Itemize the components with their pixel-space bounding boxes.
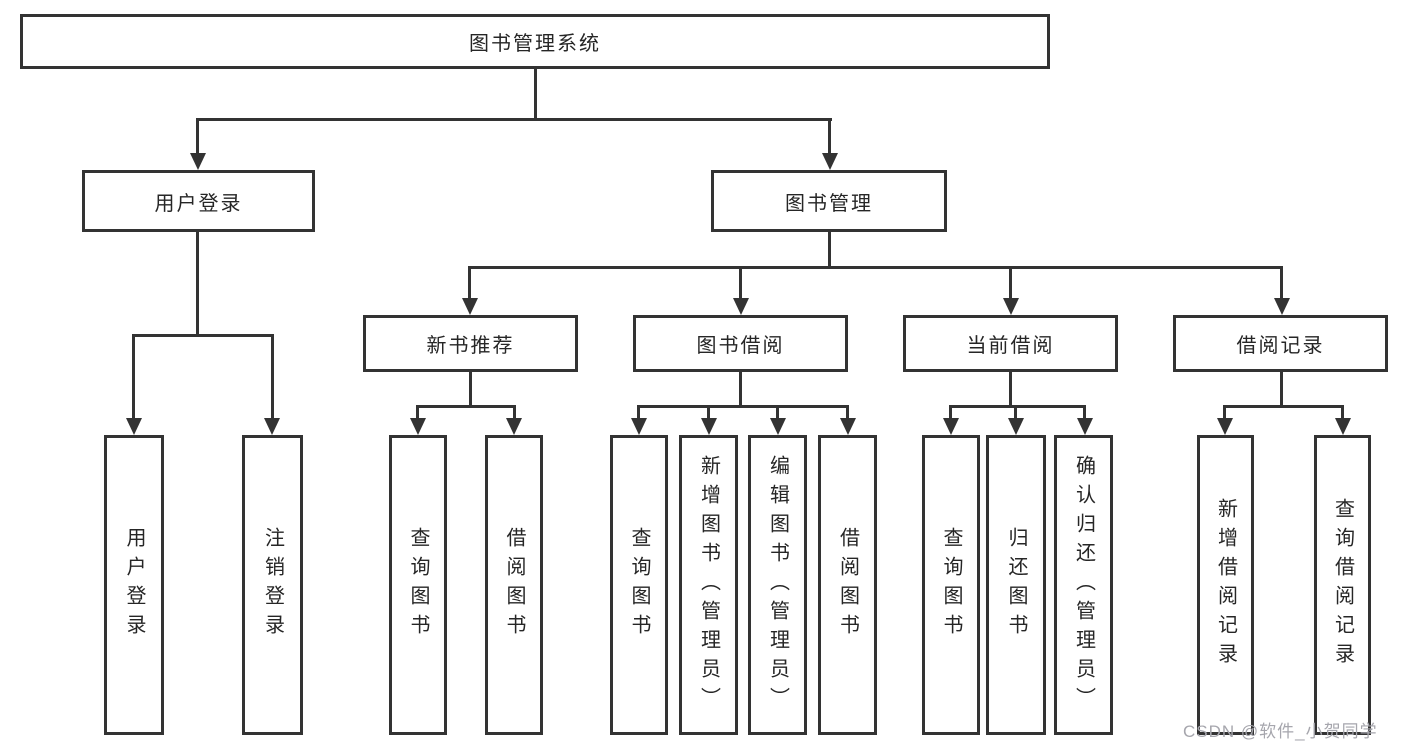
node-label: 新书推荐 <box>426 335 515 357</box>
node-label: 借阅图书 <box>836 527 859 643</box>
arrowhead-down-icon <box>1008 418 1024 435</box>
leaf-logout: 注销登录 <box>242 435 303 735</box>
arrowhead-down-icon <box>462 298 478 315</box>
connector-line <box>1014 405 1017 419</box>
node-label: 新增图书（管理员） <box>697 454 720 716</box>
connector-line <box>468 266 1282 269</box>
leaf-add-book-admin: 新增图书（管理员） <box>679 435 738 735</box>
arrowhead-down-icon <box>733 298 749 315</box>
arrowhead-down-icon <box>126 418 142 435</box>
connector-line <box>1280 370 1283 407</box>
node-label: 查询图书 <box>407 527 429 643</box>
connector-line <box>776 405 779 419</box>
connector-line <box>196 118 199 154</box>
connector-line <box>1223 405 1226 419</box>
connector-line <box>468 266 471 300</box>
connector-line <box>1280 266 1283 300</box>
node-borrowing-records: 借阅记录 <box>1173 315 1388 372</box>
connector-line <box>1009 266 1012 300</box>
node-label: 图书管理 <box>785 192 873 215</box>
leaf-return-books: 归还图书 <box>986 435 1046 735</box>
leaf-query-books-recommend: 查询图书 <box>389 435 447 735</box>
arrowhead-down-icon <box>1003 298 1019 315</box>
arrowhead-down-icon <box>701 418 717 435</box>
connector-line <box>739 266 742 300</box>
connector-line <box>1009 370 1012 407</box>
leaf-query-books-borrow: 查询图书 <box>610 435 668 735</box>
leaf-borrow-books-recommend: 借阅图书 <box>485 435 543 735</box>
node-label: 当前借阅 <box>966 335 1055 357</box>
connector-line <box>949 405 952 419</box>
connector-line <box>196 230 199 336</box>
arrowhead-down-icon <box>770 418 786 435</box>
connector-line <box>196 118 832 121</box>
connector-line <box>828 230 831 268</box>
arrowhead-down-icon <box>1274 298 1290 315</box>
node-library-management-system: 图书管理系统 <box>20 14 1050 69</box>
connector-line <box>469 370 472 407</box>
node-label: 图书管理系统 <box>469 33 601 55</box>
connector-line <box>534 67 537 120</box>
node-label: 新增借阅记录 <box>1214 498 1237 672</box>
arrowhead-down-icon <box>410 418 426 435</box>
leaf-add-borrow-record: 新增借阅记录 <box>1197 435 1254 735</box>
node-label: 编辑图书（管理员） <box>766 454 789 716</box>
node-label: 查询图书 <box>940 527 962 643</box>
arrowhead-down-icon <box>1335 418 1351 435</box>
node-label: 注销登录 <box>261 527 284 643</box>
node-label: 借阅图书 <box>503 527 525 643</box>
connector-line <box>637 405 640 419</box>
connector-line <box>1083 405 1086 419</box>
node-label: 查询借阅记录 <box>1331 498 1354 672</box>
connector-line <box>637 405 849 408</box>
node-label: 用户登录 <box>123 527 145 643</box>
node-label: 查询图书 <box>628 527 650 643</box>
arrowhead-down-icon <box>631 418 647 435</box>
connector-line <box>707 405 710 419</box>
leaf-confirm-return-admin: 确认归还（管理员） <box>1054 435 1113 735</box>
leaf-edit-book-admin: 编辑图书（管理员） <box>748 435 807 735</box>
node-new-book-recommendation: 新书推荐 <box>363 315 578 372</box>
connector-line <box>949 405 1086 408</box>
connector-line <box>271 334 274 419</box>
node-user-login: 用户登录 <box>82 170 315 232</box>
arrowhead-down-icon <box>822 153 838 170</box>
connector-line <box>828 118 831 154</box>
leaf-user-login: 用户登录 <box>104 435 164 735</box>
leaf-borrow-books: 借阅图书 <box>818 435 877 735</box>
node-label: 图书借阅 <box>696 335 785 357</box>
connector-line <box>132 334 274 337</box>
node-book-borrowing: 图书借阅 <box>633 315 848 372</box>
connector-line <box>846 405 849 419</box>
connector-line <box>513 405 516 419</box>
leaf-query-borrow-record: 查询借阅记录 <box>1314 435 1371 735</box>
leaf-query-books-current: 查询图书 <box>922 435 980 735</box>
arrowhead-down-icon <box>943 418 959 435</box>
node-book-management: 图书管理 <box>711 170 947 232</box>
arrowhead-down-icon <box>264 418 280 435</box>
connector-line <box>132 334 135 419</box>
arrowhead-down-icon <box>190 153 206 170</box>
connector-line <box>1341 405 1344 419</box>
csdn-watermark: CSDN @软件_小贺同学 <box>1183 722 1378 741</box>
connector-line <box>1223 405 1343 408</box>
arrowhead-down-icon <box>1077 418 1093 435</box>
arrowhead-down-icon <box>840 418 856 435</box>
node-current-borrowing: 当前借阅 <box>903 315 1118 372</box>
node-label: 确认归还（管理员） <box>1072 454 1095 716</box>
node-label: 归还图书 <box>1005 527 1027 643</box>
connector-line <box>416 405 419 419</box>
arrowhead-down-icon <box>1217 418 1233 435</box>
connector-line <box>739 370 742 407</box>
node-label: 用户登录 <box>154 192 243 215</box>
node-label: 借阅记录 <box>1236 335 1325 357</box>
arrowhead-down-icon <box>506 418 522 435</box>
connector-line <box>416 405 516 408</box>
